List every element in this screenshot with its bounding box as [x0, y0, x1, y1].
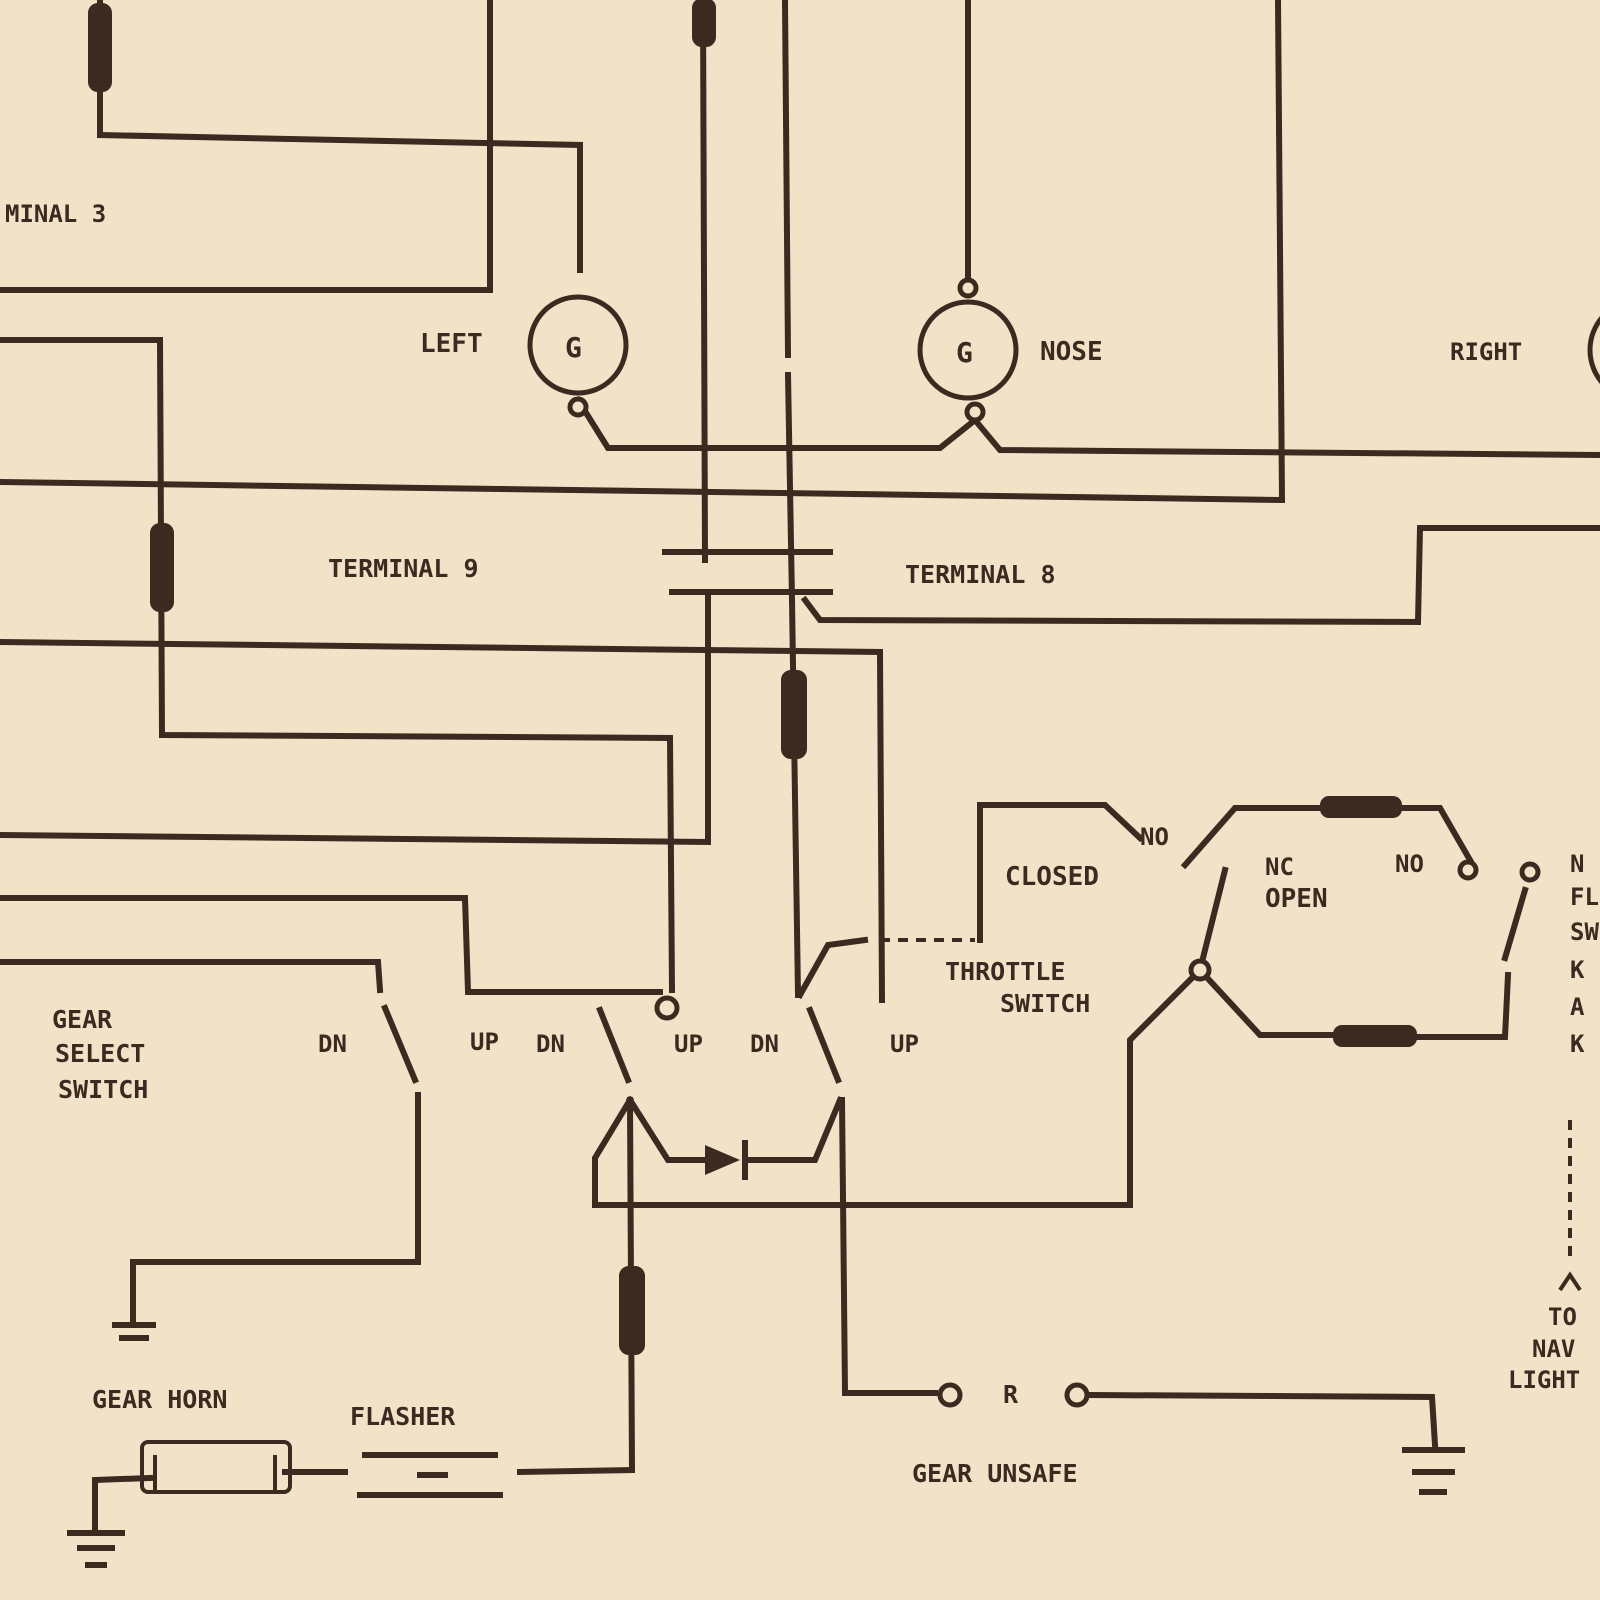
wire-diode-mid — [625, 1095, 718, 1163]
label-right-edge-4: A — [1570, 993, 1585, 1021]
label-open: OPEN — [1265, 884, 1328, 914]
label-nc: NC — [1265, 853, 1294, 881]
resistor-left — [150, 523, 174, 612]
wire-select-2 — [0, 959, 384, 994]
label-dn-3: DN — [750, 1030, 779, 1058]
wire-gear-unsafe-ground — [1086, 1391, 1439, 1449]
wire-to-flasher-h — [516, 1466, 636, 1476]
switch-blade-1 — [381, 1004, 419, 1084]
wire-gauge-return — [573, 395, 1600, 459]
resistor-throttle-top — [1320, 796, 1402, 818]
wire-vertical-a — [699, 0, 709, 564]
label-light: LIGHT — [1508, 1366, 1580, 1394]
wire-resistor-top — [1397, 805, 1475, 865]
resistors — [88, 0, 1417, 1355]
label-nav: NAV — [1532, 1335, 1575, 1363]
resistor-center — [781, 670, 807, 759]
resistor-flasher-line — [619, 1266, 645, 1355]
contact-no-2 — [1519, 861, 1541, 883]
wires — [0, 0, 1600, 1533]
label-right-edge-5: K — [1570, 1030, 1585, 1058]
label-closed: CLOSED — [1005, 862, 1099, 892]
label-nose: NOSE — [1040, 337, 1103, 367]
resistor-top-left — [88, 3, 112, 92]
label-terminal-9: TERMINAL 9 — [328, 554, 479, 583]
contact-gear-unsafe-a — [937, 1382, 963, 1408]
label-no-right: NO — [1395, 850, 1424, 878]
wire-resistor-bottom — [1412, 971, 1512, 1040]
wire-terminal-8 — [800, 525, 1600, 626]
wire-select-1 — [0, 895, 663, 995]
gauge-left-letter: G — [565, 331, 582, 364]
wire-center-vertical — [788, 596, 802, 999]
label-gear-horn: GEAR HORN — [92, 1385, 227, 1414]
wire-gear-unsafe — [838, 1096, 938, 1396]
label-dn-1: DN — [318, 1030, 347, 1058]
gauge-right — [1587, 316, 1600, 384]
gear-horn-icon — [140, 1440, 292, 1494]
label-up-1: UP — [470, 1028, 499, 1056]
wire-left-long — [0, 337, 676, 994]
wire-diode-right — [742, 1096, 844, 1163]
ground-horn-icon — [67, 1530, 125, 1568]
label-dn-2: DN — [536, 1030, 565, 1058]
label-to: TO — [1548, 1303, 1577, 1331]
label-up-3: UP — [890, 1030, 919, 1058]
resistor-top-center — [692, 0, 716, 47]
wire-diode-left — [592, 965, 1205, 1208]
label-right-edge-1: FL — [1570, 883, 1599, 911]
label-gear-select-1: GEAR — [52, 1005, 113, 1034]
label-gear-select-2: SELECT — [55, 1039, 145, 1068]
contact-gear-unsafe-b — [1064, 1382, 1090, 1408]
label-gear-unsafe: GEAR UNSAFE — [912, 1459, 1078, 1488]
wire-top-left — [97, 0, 583, 273]
wire-terminal-3 — [0, 0, 493, 293]
resistor-throttle-bottom — [1333, 1025, 1417, 1047]
switch-blade-2 — [596, 1006, 632, 1084]
gauge-left: G — [527, 294, 629, 418]
label-right: RIGHT — [1450, 338, 1522, 366]
wire-throttle-top — [977, 802, 1145, 943]
label-left: LEFT — [420, 329, 483, 359]
label-up-2: UP — [674, 1030, 703, 1058]
wire-horn — [92, 1474, 154, 1533]
ground-gear-unsafe-icon — [1402, 1447, 1465, 1495]
wire-right-loop — [0, 0, 1286, 504]
wire-throttle-bottom — [1195, 965, 1338, 1038]
gauge-nose: G — [917, 277, 1019, 423]
label-gear-select-3: SWITCH — [58, 1075, 148, 1104]
flasher-icon — [357, 1452, 503, 1498]
label-throttle-switch: SWITCH — [1000, 989, 1090, 1018]
label-terminal-8: TERMINAL 8 — [905, 560, 1056, 589]
contact-up-left — [654, 995, 680, 1021]
switch-blade-3 — [806, 1006, 842, 1084]
wire-vertical-b — [781, 0, 792, 359]
label-terminal-3: MINAL 3 — [5, 200, 106, 228]
label-throttle: THROTTLE — [945, 957, 1065, 986]
gauge-nose-letter: G — [956, 336, 973, 369]
wire-ground-1 — [130, 1092, 421, 1323]
throttle-switch-arm — [1196, 866, 1229, 974]
label-right-edge-2: SW — [1570, 918, 1599, 946]
label-flasher: FLASHER — [350, 1402, 456, 1431]
label-right-edge-3: K — [1570, 956, 1585, 984]
ground-switch-icon — [112, 1322, 156, 1341]
throttle-pivot — [1188, 958, 1212, 982]
label-r: R — [1003, 1380, 1019, 1409]
wire-vertical-b2 — [784, 371, 796, 604]
wire-from-left-mid — [0, 638, 886, 1004]
nav-light-arrow-icon — [1558, 1271, 1582, 1292]
wire-throttle-blade — [795, 936, 869, 1000]
diode — [705, 1140, 748, 1180]
right-switch-blade — [1501, 886, 1529, 962]
wire-closed-contact — [1180, 805, 1323, 870]
label-right-edge-0: N — [1570, 850, 1584, 878]
label-no-top: NO — [1140, 823, 1169, 851]
contact-no-1 — [1457, 859, 1479, 881]
wire-from-left-low — [0, 589, 711, 846]
